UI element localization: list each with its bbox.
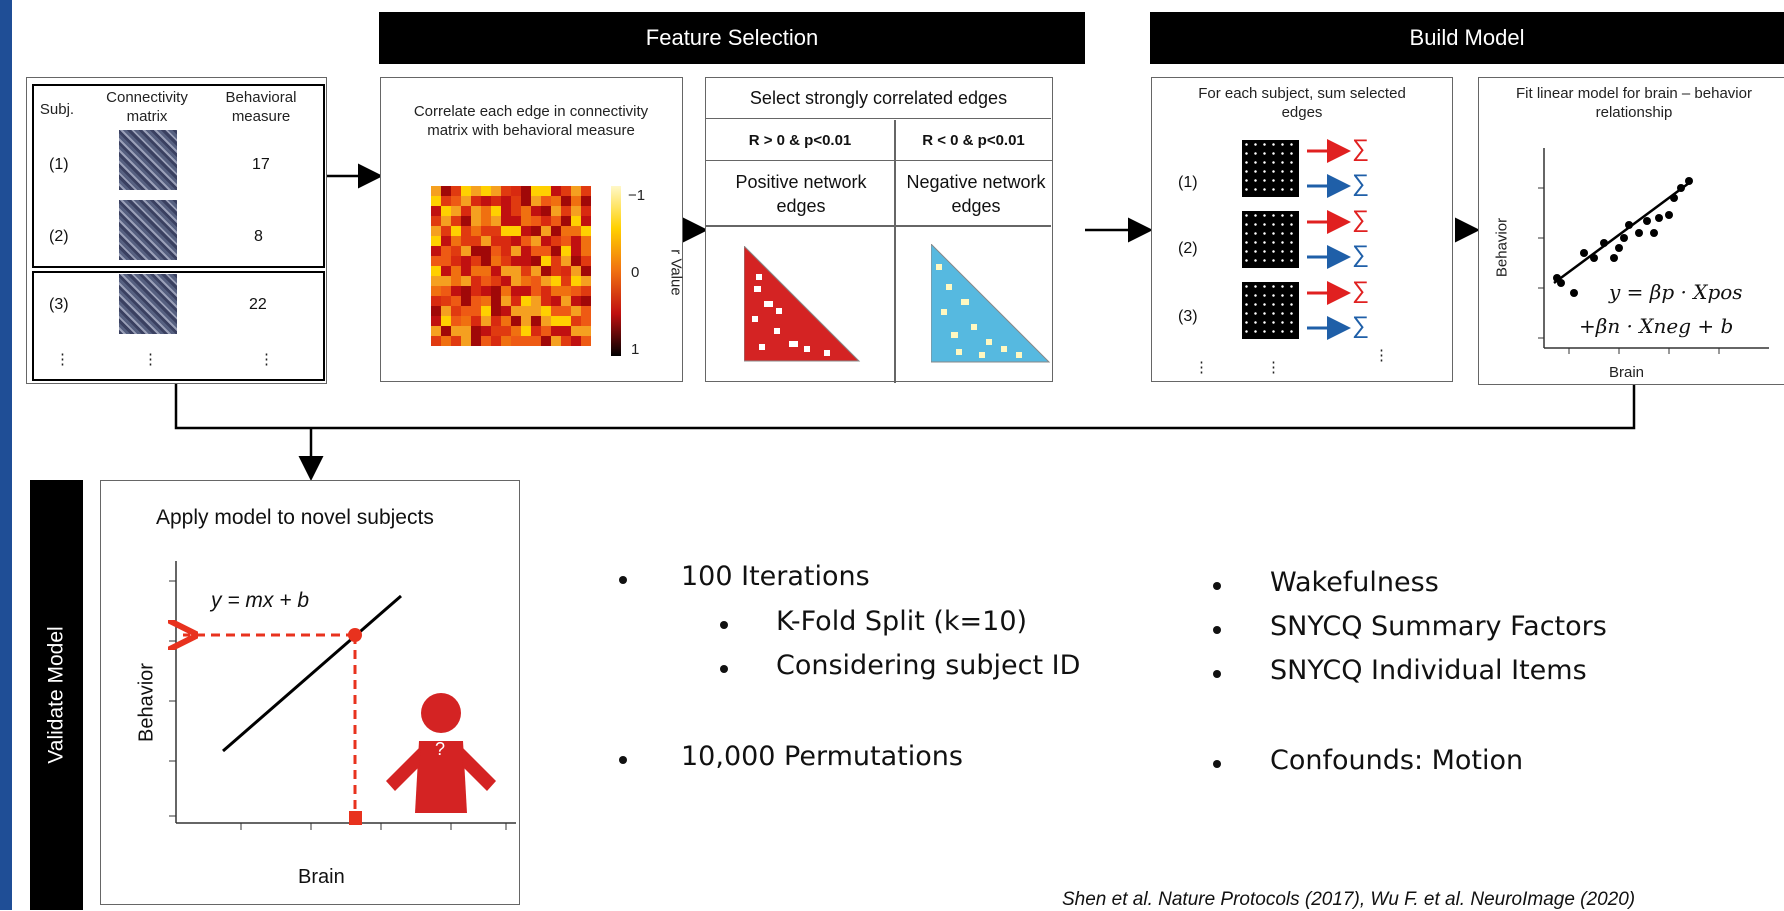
negative-edges-triangle bbox=[931, 244, 1051, 363]
behavioral-value-3: 22 bbox=[249, 296, 267, 313]
apply-model-plot bbox=[161, 561, 516, 830]
bullet-permutations: 10,000 Permutations bbox=[681, 741, 963, 772]
sum-pos-2: ∑ bbox=[1352, 206, 1370, 233]
ellipsis-conn: ⋮ bbox=[143, 351, 158, 368]
col-connectivity-header: Connectivity matrix bbox=[106, 89, 188, 125]
colorbar-label: r Value bbox=[667, 249, 685, 296]
behavioral-value-2: 8 bbox=[254, 228, 263, 245]
negative-criteria: R < 0 & p<0.01 bbox=[895, 120, 1052, 161]
bullet-dot bbox=[720, 621, 728, 629]
fit-ylabel: Behavior bbox=[1493, 217, 1511, 278]
sum-edges-panel: For each subject, sum selected edges (1)… bbox=[1151, 77, 1453, 382]
citation: Shen et al. Nature Protocols (2017), Wu … bbox=[1062, 889, 1636, 910]
subject-id-3: (3) bbox=[49, 296, 69, 313]
fit-equation-line-2: +βn · Xneg + b bbox=[1579, 314, 1734, 338]
bullet-dot bbox=[1213, 626, 1221, 634]
build-model-title: Build Model bbox=[1409, 25, 1525, 50]
fit-scatter-plot bbox=[1538, 148, 1769, 354]
build-model-header: Build Model bbox=[1150, 12, 1784, 64]
test-subjects-box bbox=[32, 271, 325, 381]
training-subjects-box bbox=[32, 84, 325, 268]
bullet-individual-items: SNYCQ Individual Items bbox=[1270, 655, 1587, 686]
bullet-dot bbox=[1213, 670, 1221, 678]
novel-subject-person-icon bbox=[386, 693, 496, 813]
bullet-dot bbox=[720, 665, 728, 673]
sum-row-id-3: (3) bbox=[1178, 308, 1198, 325]
sum-row-id-2: (2) bbox=[1178, 240, 1198, 257]
sum-edges-description: For each subject, sum selected edges bbox=[1198, 85, 1406, 121]
connectivity-thumbnail-2 bbox=[119, 200, 177, 260]
fit-model-title: Fit linear model for brain – behavior re… bbox=[1516, 85, 1752, 121]
colorbar-mid-tick: 0 bbox=[631, 264, 640, 281]
select-edges-panel: Select strongly correlated edges R > 0 &… bbox=[705, 77, 1053, 383]
select-edges-title: Select strongly correlated edges bbox=[706, 78, 1051, 119]
positive-criteria: R > 0 & p<0.01 bbox=[706, 120, 894, 161]
ellipsis-subj: ⋮ bbox=[55, 351, 70, 368]
fit-equation-line-1: y = βp · Xpos bbox=[1609, 280, 1743, 304]
sum-pos-3: ∑ bbox=[1352, 277, 1370, 304]
colorbar-top-tick: −1 bbox=[628, 187, 646, 204]
sum-row-id-1: (1) bbox=[1178, 174, 1198, 191]
negative-network-label: Negative network edges bbox=[906, 172, 1046, 216]
positive-network-label: Positive network edges bbox=[735, 172, 867, 216]
connectivity-thumbnail-3 bbox=[119, 274, 177, 334]
sum-ellipsis-sums: ⋮ bbox=[1374, 347, 1389, 364]
sum-neg-1: ∑ bbox=[1352, 170, 1370, 197]
validate-model-header: Validate Model bbox=[30, 480, 83, 910]
bullet-dot bbox=[619, 576, 627, 584]
col-subj-header: Subj. bbox=[39, 101, 75, 118]
ellipsis-behav: ⋮ bbox=[259, 351, 274, 368]
left-accent-bar bbox=[0, 0, 12, 910]
feature-selection-title: Feature Selection bbox=[645, 25, 819, 50]
fit-model-panel: Fit linear model for brain – behavior re… bbox=[1478, 77, 1784, 385]
bullet-iterations: 100 Iterations bbox=[681, 561, 870, 592]
bullet-dot bbox=[1213, 582, 1221, 590]
sum-ellipsis-thumbs: ⋮ bbox=[1266, 359, 1281, 376]
behavioral-value-1: 17 bbox=[252, 156, 270, 173]
bullet-confounds: Confounds: Motion bbox=[1270, 745, 1524, 776]
correlation-heatmap bbox=[431, 186, 621, 356]
bullet-kfold: K-Fold Split (k=10) bbox=[776, 606, 1028, 637]
bullet-wakefulness: Wakefulness bbox=[1270, 567, 1439, 598]
feature-selection-header: Feature Selection bbox=[379, 12, 1085, 64]
bullet-dot bbox=[1213, 760, 1221, 768]
sum-neg-3: ∑ bbox=[1352, 312, 1370, 339]
sum-pos-1: ∑ bbox=[1352, 135, 1370, 162]
apply-model-title: Apply model to novel subjects bbox=[156, 506, 434, 529]
correlate-description: Correlate each edge in connectivity matr… bbox=[413, 103, 649, 139]
correlate-panel: Correlate each edge in connectivity matr… bbox=[380, 77, 685, 382]
selected-edges-thumbnail-2 bbox=[1242, 211, 1299, 268]
person-question-mark: ? bbox=[435, 739, 446, 759]
col-behavioral-header: Behavioral measure bbox=[225, 89, 297, 125]
sum-arrows bbox=[1307, 139, 1351, 340]
bullet-summary-factors: SNYCQ Summary Factors bbox=[1270, 611, 1607, 642]
bullet-subject-id: Considering subject ID bbox=[776, 650, 1081, 681]
apply-model-panel: Apply model to novel subjects y = mx + b… bbox=[100, 480, 520, 905]
positive-edges-triangle bbox=[744, 246, 861, 362]
bullet-dot bbox=[619, 756, 627, 764]
connectivity-thumbnail-1 bbox=[119, 130, 177, 190]
apply-xlabel: Brain bbox=[298, 866, 345, 888]
column-divider bbox=[894, 120, 896, 383]
sum-neg-2: ∑ bbox=[1352, 241, 1370, 268]
apply-ylabel: Behavior bbox=[135, 663, 158, 742]
row-divider bbox=[706, 225, 1051, 227]
fit-xlabel: Brain bbox=[1609, 364, 1645, 381]
sum-ellipsis-ids: ⋮ bbox=[1194, 359, 1209, 376]
colorbar-bottom-tick: 1 bbox=[631, 341, 640, 358]
subject-id-2: (2) bbox=[49, 228, 69, 245]
selected-edges-thumbnail-1 bbox=[1242, 140, 1299, 197]
subjects-table-panel: Subj. Connectivity matrix Behavioral mea… bbox=[26, 77, 327, 384]
subject-id-1: (1) bbox=[49, 156, 69, 173]
selected-edges-thumbnail-3 bbox=[1242, 282, 1299, 339]
apply-model-equation: y = mx + b bbox=[211, 589, 310, 612]
